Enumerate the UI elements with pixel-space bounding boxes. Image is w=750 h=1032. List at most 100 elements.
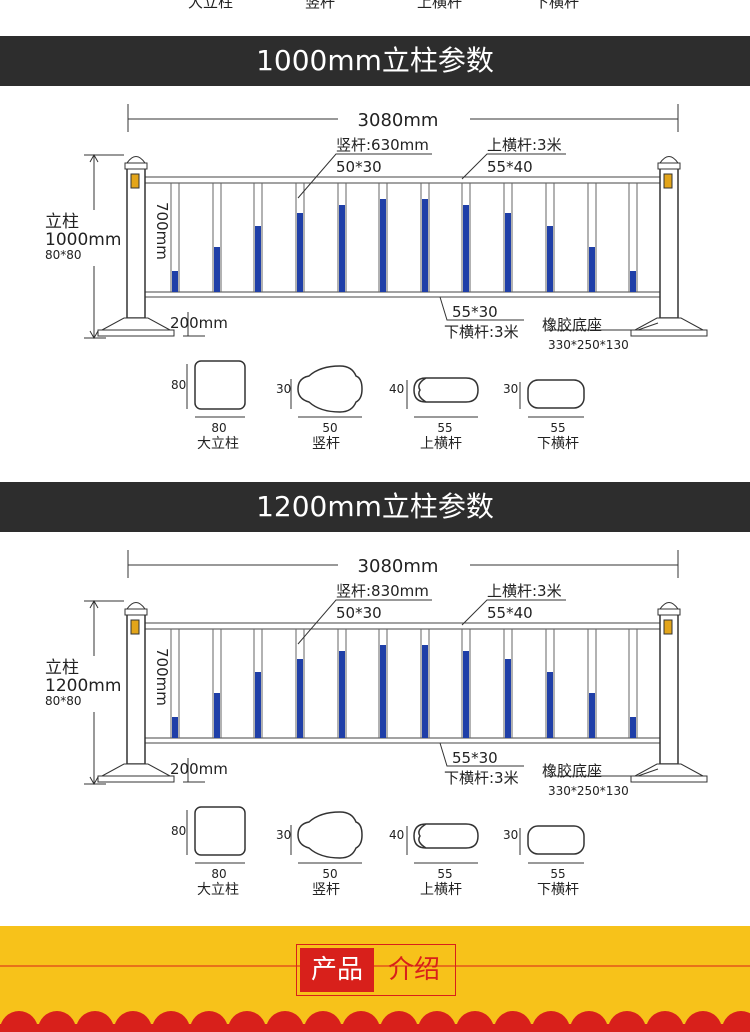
post-height-label: 1000mm — [45, 230, 121, 250]
post-profile-width: 80 — [211, 421, 226, 435]
post-left — [126, 613, 146, 765]
vertical-bar-profile-icon — [297, 811, 363, 859]
bottom-rail-profile-icon — [527, 379, 585, 409]
scallop-base — [114, 1024, 152, 1032]
post-profile-width: 80 — [211, 867, 226, 881]
vertical-bar-label: 竖杆:830mm — [336, 582, 429, 600]
post-reflector-left — [130, 619, 140, 635]
clearance-label: 200mm — [170, 760, 228, 778]
arrow-icon — [89, 776, 99, 786]
rubber-base-plate-right — [630, 775, 708, 783]
base-size: 330*250*130 — [548, 784, 629, 798]
top-label-bottom-rail: 下横杆 — [534, 0, 580, 11]
scallop-base — [418, 1024, 456, 1032]
top-rail-label: 上横杆:3米 — [487, 582, 562, 600]
post-profile-height: 80 — [171, 824, 186, 838]
product-intro-banner: 产品 介绍 — [0, 926, 750, 1032]
scallop-base — [494, 1024, 532, 1032]
clearance-label: 200mm — [170, 314, 228, 332]
post-size-label: 80*80 — [45, 248, 82, 262]
bottom-rail-profile-height: 30 — [503, 382, 518, 396]
vertical-bar-fill — [214, 247, 220, 292]
post-profile-icon — [194, 360, 246, 410]
scallop-base — [266, 1024, 304, 1032]
bottom-rail-label: 下横杆:3米 — [444, 323, 519, 341]
vertical-bar-fill — [297, 213, 303, 292]
rubber-base-right — [634, 763, 704, 777]
vertical-bar-fill — [339, 651, 345, 738]
bottom-rail-profile-width: 55 — [550, 421, 565, 435]
section-title: 1000mm立柱参数 — [256, 44, 494, 77]
bottom-rail-profile-width: 55 — [550, 867, 565, 881]
leader-line — [297, 153, 432, 199]
intro-right-label: 介绍 — [387, 955, 440, 985]
rubber-base-plate-left — [97, 329, 175, 337]
top-rail-size: 55*40 — [487, 158, 533, 176]
vertical-bar-size: 50*30 — [336, 604, 382, 622]
base-size: 330*250*130 — [548, 338, 629, 352]
bottom-rail-profile-height: 30 — [503, 828, 518, 842]
vertical-bar-profile-name: 竖杆 — [312, 882, 340, 898]
base-label: 橡胶底座 — [542, 316, 602, 334]
scallop-base — [38, 1024, 76, 1032]
top-rail-profile-width: 55 — [437, 421, 452, 435]
vertical-bar-fill — [547, 226, 553, 292]
post-left — [126, 167, 146, 319]
scallop-base — [380, 1024, 418, 1032]
vertical-bar-profile-name: 竖杆 — [312, 436, 340, 452]
scallop-base — [684, 1024, 722, 1032]
vertical-bar-fill — [214, 693, 220, 738]
vertical-bar-fill — [630, 717, 636, 738]
vertical-bar-profile-height: 30 — [276, 382, 291, 396]
post-profile-name: 大立柱 — [197, 436, 239, 452]
scallop-base — [342, 1024, 380, 1032]
bar-height-label: 700mm — [153, 202, 171, 260]
scallop-base — [646, 1024, 684, 1032]
vertical-bar-profile-width: 50 — [322, 421, 337, 435]
top-rail-profile-name: 上横杆 — [420, 882, 462, 898]
banner-decoration — [0, 965, 750, 1032]
post-cap-right — [657, 162, 681, 170]
vertical-bar-fill — [255, 672, 261, 738]
vertical-bar-fill — [297, 659, 303, 738]
vertical-bar-fill — [339, 205, 345, 292]
vertical-bar-profile-icon — [297, 365, 363, 413]
leader-line — [545, 768, 659, 777]
leader-line — [297, 599, 432, 645]
top-rail — [142, 622, 668, 630]
rubber-base-plate-right — [630, 329, 708, 337]
post-top-left — [126, 602, 146, 610]
vertical-bar-fill — [255, 226, 261, 292]
bottom-rail — [142, 291, 668, 298]
scallop-base — [608, 1024, 646, 1032]
vertical-bar-fill — [380, 645, 386, 738]
bottom-rail-profile-name: 下横杆 — [537, 882, 579, 898]
arrow-icon — [89, 599, 99, 609]
overall-length-label: 3080mm — [358, 110, 439, 131]
vertical-bar-fill — [589, 247, 595, 292]
leader-line — [439, 742, 524, 767]
bottom-rail-profile-icon — [527, 825, 585, 855]
post-profile-name: 大立柱 — [197, 882, 239, 898]
arrow-icon — [89, 153, 99, 163]
rubber-base-left — [101, 317, 171, 331]
base-label: 橡胶底座 — [542, 762, 602, 780]
post-height-label: 1200mm — [45, 676, 121, 696]
leader-line — [439, 296, 524, 321]
bottom-rail — [142, 737, 668, 744]
bottom-rail-size: 55*30 — [452, 749, 498, 767]
post-reflector-left — [130, 173, 140, 189]
vertical-bar-fill — [505, 659, 511, 738]
scallop-base — [228, 1024, 266, 1032]
vertical-bar-fill — [463, 205, 469, 292]
overall-length-label: 3080mm — [358, 556, 439, 577]
bar-height-label: 700mm — [153, 648, 171, 706]
intro-left-label: 产品 — [300, 948, 374, 992]
leader-line — [461, 599, 566, 626]
vertical-bar-profile-width: 50 — [322, 867, 337, 881]
post-profile-height: 80 — [171, 378, 186, 392]
post-right — [659, 167, 679, 319]
